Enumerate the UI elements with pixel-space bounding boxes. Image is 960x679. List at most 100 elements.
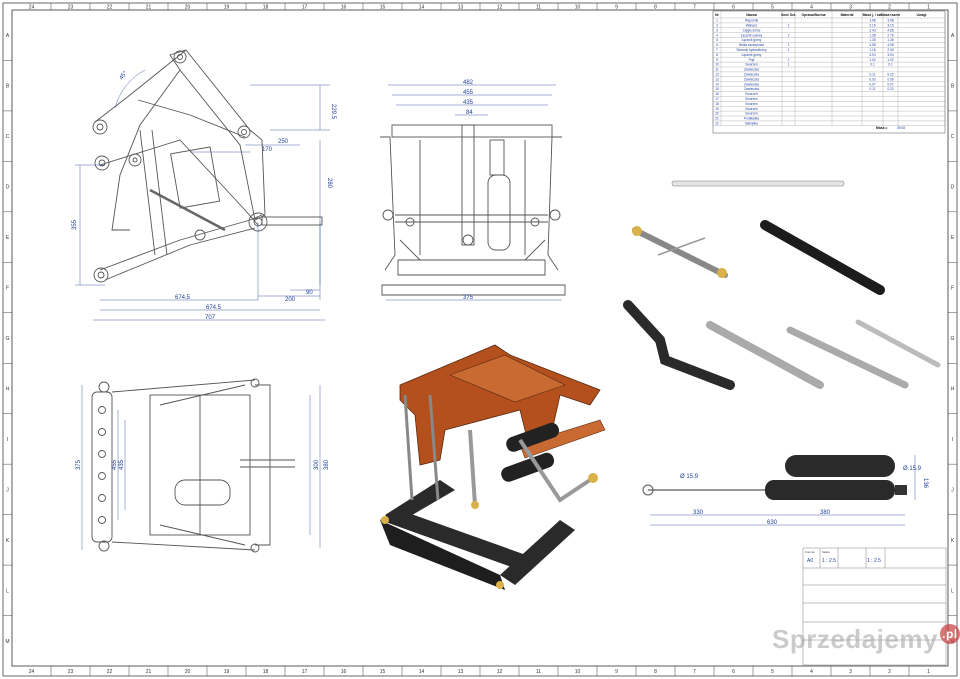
dim-674-5-b: 674.5 [206, 305, 222, 311]
zone-bottom-1: 1 [927, 669, 930, 675]
bom-cell: 2.36 [887, 48, 893, 52]
bom-cell: 22 [715, 122, 719, 126]
bom-cell: Zawleczka [744, 73, 759, 77]
zone-bottom-18: 18 [263, 669, 269, 675]
zone-bottom-20: 20 [185, 669, 191, 675]
zone-bottom-5: 5 [771, 669, 774, 675]
bom-cell: Wspornik [745, 19, 759, 23]
render-chain [855, 319, 941, 368]
dim-300: 300 [314, 459, 320, 470]
zone-right-K: K [951, 538, 955, 544]
dim-280: 280 [326, 178, 332, 189]
bom-cell: 0.22 [887, 73, 893, 77]
bom-cell: 20 [715, 112, 719, 116]
zone-top-18: 18 [263, 5, 269, 11]
side-view-dimensions [75, 69, 330, 321]
zone-right-E: E [951, 235, 955, 241]
bom-cell: 1.38 [869, 38, 875, 42]
bom-cell: 2.76 [887, 33, 893, 37]
bom-header: Uwagi [917, 13, 927, 17]
zone-top-3: 3 [849, 5, 852, 11]
zone-bottom-6: 6 [732, 669, 735, 675]
bom-cell: 0.03 [869, 77, 875, 81]
zone-top-20: 20 [185, 5, 191, 11]
zone-left-I: I [7, 437, 8, 443]
bom-cell: 7 [716, 48, 718, 52]
bom-cell: 0.1 [870, 63, 875, 67]
cylinder-side-view [765, 480, 895, 500]
bom-cell: Sworzeń [745, 97, 758, 101]
bom-cell: 1.02 [887, 58, 893, 62]
zone-top-15: 15 [380, 5, 386, 11]
bom-cell: 0.11 [870, 73, 876, 77]
zone-top-12: 12 [497, 5, 503, 11]
bom-cell: 0.22 [887, 87, 893, 91]
bom-cell: Wahacz [746, 24, 758, 28]
zone-left-F: F [6, 286, 9, 292]
bom-cell: 3 [716, 28, 718, 32]
bom-cell: Podkładka [744, 117, 759, 121]
bom-cell: 10 [715, 63, 719, 67]
side-view-dim-labels: 229.5 250 170 280 355 200 90 674.5 674.5… [72, 70, 336, 321]
dim-330: 330 [693, 510, 704, 516]
bom-cell: 1 [788, 63, 790, 67]
watermark: Sprzedajemy.pl [772, 624, 960, 655]
bom-cell: 3.94 [887, 53, 893, 57]
bom-cell: 1.38 [887, 38, 893, 42]
zone-bottom-8: 8 [654, 669, 657, 675]
dim-dia-2: Ø 15.9 [903, 466, 922, 472]
zone-left-E: E [6, 235, 10, 241]
dim-630: 630 [767, 520, 778, 526]
zone-top-24: 24 [29, 5, 35, 11]
dim-200: 200 [285, 297, 296, 303]
bom-header: Masa j. / szt. [863, 13, 883, 17]
zone-bottom-9: 9 [615, 669, 618, 675]
zone-top-17: 17 [302, 5, 308, 11]
zone-top-11: 11 [536, 5, 541, 11]
zone-top-13: 13 [458, 5, 464, 11]
cylinder-render [785, 455, 895, 477]
zone-right-H: H [951, 386, 955, 392]
zone-top-6: 6 [732, 5, 735, 11]
zone-bottom-10: 10 [575, 669, 581, 675]
dim-90: 90 [306, 290, 313, 296]
bom-cell: 3.94 [869, 53, 875, 57]
bom-cell: Zawleczka [744, 82, 759, 86]
zone-right-J: J [951, 487, 954, 493]
zone-left-H: H [6, 386, 10, 392]
zone-bottom-13: 13 [458, 669, 464, 675]
bom-total-label: Masa = [876, 126, 887, 130]
bom-total-value: 39.08 [897, 126, 905, 130]
zone-bottom-19: 19 [224, 669, 230, 675]
bom-cell: 9 [716, 58, 718, 62]
bom-cell: Łącznik górny [742, 38, 762, 42]
bom-cell: 6 [716, 43, 718, 47]
zone-bottom-22: 22 [107, 669, 113, 675]
bom-header: Nazwa [746, 13, 757, 17]
dim-375-plan: 375 [76, 459, 82, 470]
bom-cell: 4.86 [887, 28, 893, 32]
zone-top-14: 14 [419, 5, 425, 11]
bom-cell: 0.07 [869, 82, 875, 86]
bom-cell: 0.07 [887, 82, 893, 86]
zone-right-C: C [951, 134, 955, 140]
zone-top-23: 23 [68, 5, 74, 11]
zone-top-9: 9 [615, 5, 618, 11]
dim-250: 250 [278, 139, 289, 145]
watermark-text: Sprzedajemy [772, 624, 938, 654]
zone-bottom-3: 3 [849, 669, 852, 675]
zone-right-B: B [951, 84, 955, 90]
dim-455-plan: 455 [112, 459, 118, 470]
bom-cell: 12 [715, 73, 719, 77]
bom-cell: 2.43 [869, 28, 875, 32]
bom-cell: 16 [715, 92, 719, 96]
zone-left-J: J [6, 487, 9, 493]
zone-bottom-15: 15 [380, 669, 386, 675]
format-value: A0 [807, 558, 813, 564]
bom-cell: Nakrętka [745, 122, 758, 126]
watermark-badge: .pl [939, 624, 960, 644]
dim-angle: 45° [119, 70, 129, 81]
